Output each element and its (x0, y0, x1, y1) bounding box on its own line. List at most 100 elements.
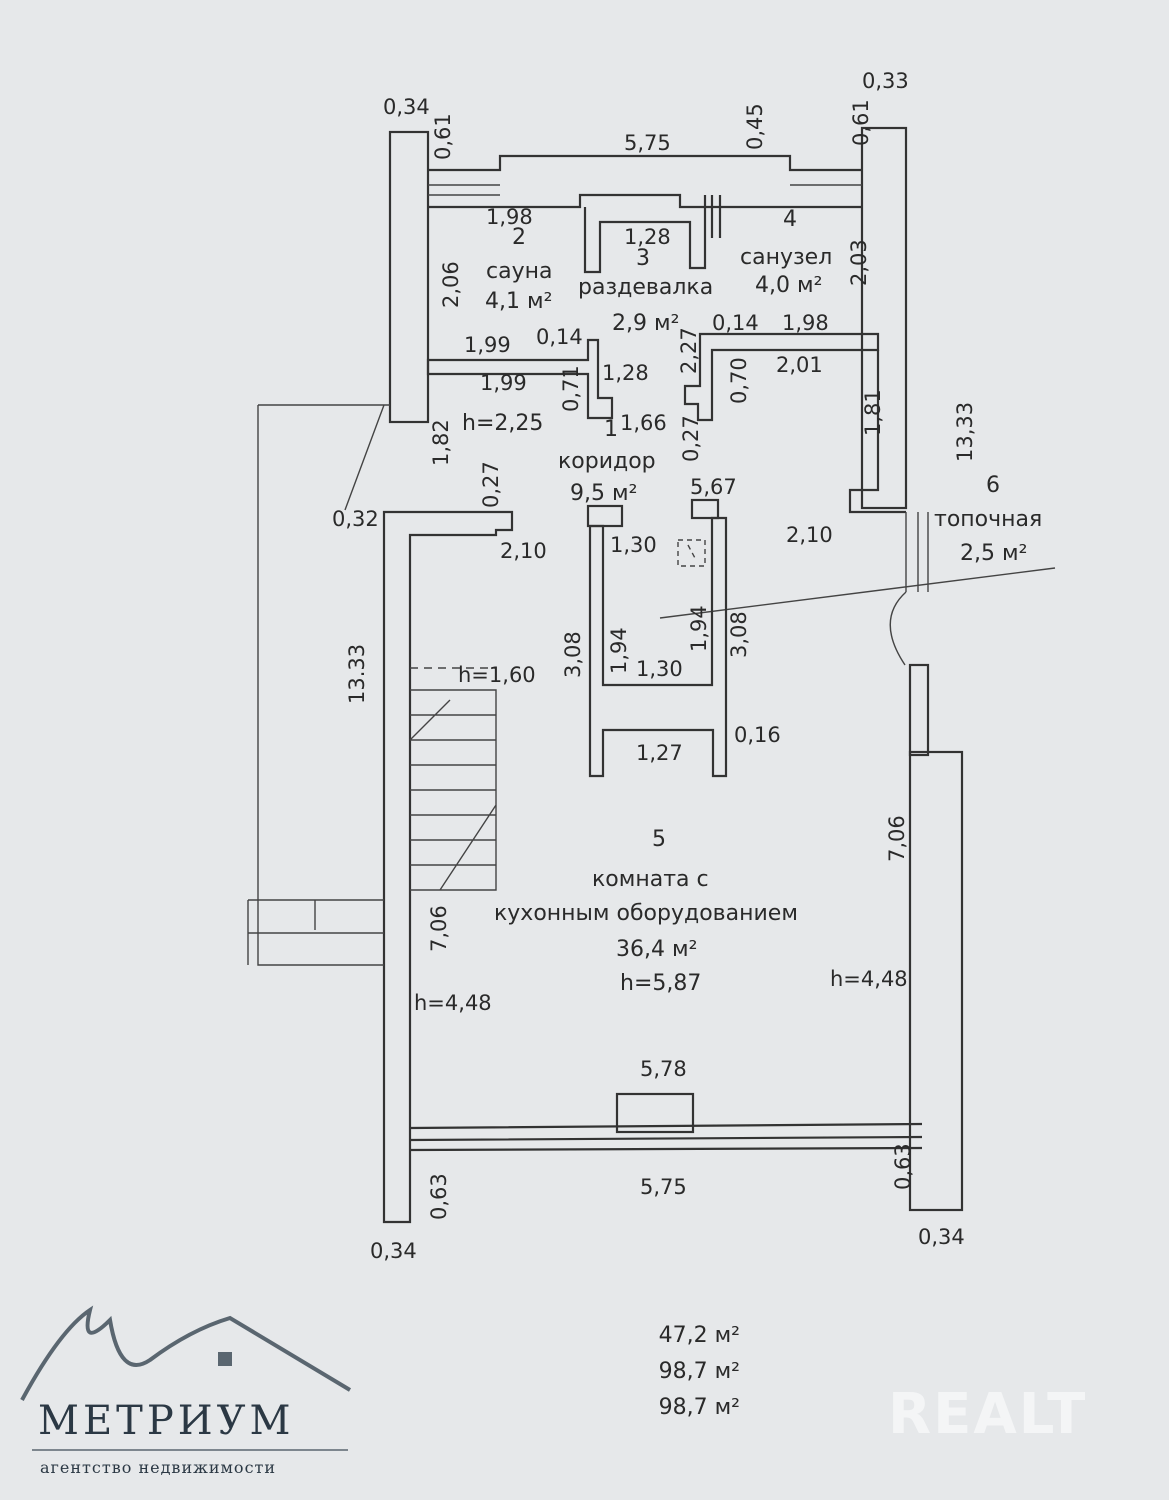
dim-128-a: 1,28 (624, 225, 671, 249)
wall-bottom (409, 1122, 923, 1152)
dim-210-b: 2,10 (786, 523, 833, 547)
room-5-area: 36,4 м² (616, 937, 697, 962)
dim-206: 2,06 (439, 261, 463, 308)
wall-right-lower (908, 663, 930, 757)
dim-1333-r: 13,33 (953, 402, 977, 462)
dim-h448-r: h=4,48 (830, 967, 908, 991)
dim-063-r: 0,63 (891, 1143, 915, 1190)
room-2-name: сауна (486, 259, 552, 284)
cut-line (659, 567, 1056, 619)
dim-203: 2,03 (847, 239, 871, 286)
dim-182: 1,82 (429, 419, 453, 466)
room-4-num: 4 (783, 207, 797, 232)
dim-706-r: 7,06 (885, 815, 909, 862)
room-6-num: 6 (986, 473, 1000, 498)
duct-symbol (677, 539, 706, 567)
wall-right-bottom (908, 750, 964, 1212)
dim-034-br: 0,34 (918, 1225, 965, 1249)
wall-top (428, 154, 862, 172)
dim-181: 1,81 (861, 389, 885, 436)
wall-sauna-bottom (426, 338, 614, 420)
room-3-name: раздевалка (578, 275, 713, 300)
column-right (690, 498, 720, 520)
dim-128-b: 1,28 (602, 361, 649, 385)
dim-575-top: 5,75 (624, 131, 671, 155)
door-arc (889, 591, 907, 666)
dim-308-b: 3,08 (727, 611, 751, 658)
wall-wc-bottom (683, 332, 880, 422)
room-6-name: топочная (934, 507, 1042, 532)
dim-199-b: 1,99 (480, 371, 527, 395)
dim-198-a: 1,98 (486, 205, 533, 229)
dim-016: 0,16 (734, 723, 781, 747)
dim-032: 0,32 (332, 507, 379, 531)
dim-194-b: 1,94 (687, 605, 711, 652)
room-1-num: 1 (604, 417, 618, 442)
logo-window-icon (218, 1352, 232, 1366)
dim-034-tl: 0,34 (383, 95, 430, 119)
dim-308-a: 3,08 (561, 631, 585, 678)
dim-027-b: 0,27 (479, 461, 503, 508)
dim-166: 1,66 (620, 411, 667, 435)
dim-033-tr: 0,33 (862, 69, 909, 93)
dim-071: 0,71 (559, 365, 583, 412)
dim-227: 2,27 (677, 327, 701, 374)
dim-127: 1,27 (636, 741, 683, 765)
dim-034-bl: 0,34 (370, 1239, 417, 1263)
room-3-num: 3 (636, 246, 650, 271)
dim-014-b: 0,14 (712, 311, 759, 335)
room-5-line2: кухонным оборудованием (494, 901, 798, 926)
agency-subtitle: агентство недвижимости (40, 1458, 277, 1477)
dim-201: 2,01 (776, 353, 823, 377)
dim-h448-l: h=4,48 (414, 991, 492, 1015)
wall-right (860, 126, 908, 510)
window-top-left (428, 184, 862, 196)
dim-061-l: 0,61 (431, 113, 455, 160)
partition-sauna (583, 195, 707, 274)
partition-wc (710, 195, 722, 238)
dim-045: 0,45 (743, 103, 767, 150)
dim-063-l: 0,63 (427, 1173, 451, 1220)
room-1-name: коридор (558, 449, 656, 474)
room-5-num: 5 (652, 827, 666, 852)
wall-left-top (388, 130, 430, 424)
terrace (247, 404, 390, 966)
dim-130-b: 1,30 (636, 657, 683, 681)
wall-left-lower (382, 510, 514, 1224)
dim-199-a: 1,99 (464, 333, 511, 357)
wall-top-inner (428, 193, 862, 209)
dim-194-a: 1,94 (607, 627, 631, 674)
agency-name: МЕТРИУМ (38, 1398, 295, 1444)
room-1-area: 9,5 м² (570, 481, 637, 506)
stairs (409, 689, 497, 891)
dim-027-a: 0,27 (679, 415, 703, 462)
room-4-name: санузел (740, 245, 832, 270)
dim-210-a: 2,10 (500, 539, 547, 563)
room-6-area: 2,5 м² (960, 541, 1027, 566)
area-totals: 47,2 м² 98,7 м² 98,7 м² (600, 1318, 740, 1426)
dim-567: 5,67 (690, 475, 737, 499)
total-area-3: 98,7 м² (658, 1395, 740, 1420)
column-left (586, 504, 624, 528)
agency-logo-mark (20, 1305, 352, 1401)
dim-061-r: 0,61 (849, 99, 873, 146)
dim-706-l: 7,06 (427, 905, 451, 952)
room-3-area: 2,9 м² (612, 311, 679, 336)
room-2-area: 4,1 м² (485, 289, 552, 314)
dim-575-bot: 5,75 (640, 1175, 687, 1199)
total-area-1: 47,2 м² (658, 1323, 740, 1348)
dim-070: 0,70 (727, 357, 751, 404)
room-2-num: 2 (512, 225, 526, 250)
room-5-line1: комната с (592, 867, 709, 892)
dim-130-a: 1,30 (610, 533, 657, 557)
boiler-window (905, 512, 929, 592)
room-5-height: h=5,87 (620, 971, 701, 996)
dim-578: 5,78 (640, 1057, 687, 1081)
dim-198-b: 1,98 (782, 311, 829, 335)
total-area-2: 98,7 м² (658, 1359, 740, 1384)
dim-014-a: 0,14 (536, 325, 583, 349)
realt-watermark: REALT (888, 1382, 1088, 1447)
room-4-area: 4,0 м² (755, 273, 822, 298)
wall-boiler (848, 350, 906, 514)
